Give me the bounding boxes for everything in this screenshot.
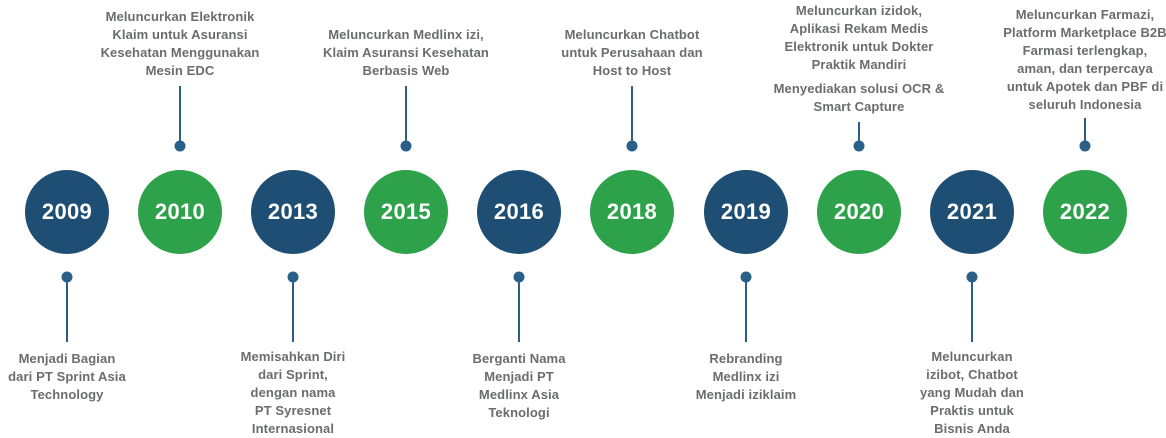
year-circle: 2015 <box>358 164 454 260</box>
connector-line <box>858 122 860 141</box>
year-circle: 2009 <box>19 164 115 260</box>
year-label: 2009 <box>41 199 93 224</box>
year-circle: 2010 <box>132 164 228 260</box>
connector-dot <box>740 271 752 283</box>
connector-line <box>518 282 520 342</box>
milestone-caption: Rebranding Medlinx izi Menjadi iziklaim <box>695 351 797 402</box>
milestone-caption-secondary: Menyediakan solusi OCR & Smart Capture <box>773 81 945 114</box>
connector-line <box>1084 118 1086 141</box>
milestone-caption: Meluncurkan Farmazi, Platform Marketplac… <box>1003 7 1166 112</box>
year-label: 2018 <box>606 199 658 224</box>
connector-dot <box>966 271 978 283</box>
year-label: 2021 <box>946 199 998 224</box>
connector-dot <box>626 140 638 152</box>
year-label: 2013 <box>267 199 319 224</box>
connector-line <box>405 86 407 141</box>
year-label: 2019 <box>720 199 772 224</box>
milestone-caption: Meluncurkan izibot, Chatbot yang Mudah d… <box>920 349 1024 436</box>
year-circle: 2020 <box>811 164 907 260</box>
year-circle: 2021 <box>924 164 1020 260</box>
connector-line <box>179 86 181 141</box>
connector-dot <box>400 140 412 152</box>
connector-line <box>292 282 294 342</box>
milestone-caption: Berganti Nama Menjadi PT Medlinx Asia Te… <box>472 351 566 420</box>
connector-dot <box>853 140 865 152</box>
year-circle: 2018 <box>584 164 680 260</box>
connector-dot <box>174 140 186 152</box>
milestone-caption: Meluncurkan Medlinx izi, Klaim Asuransi … <box>323 27 489 78</box>
year-label: 2020 <box>833 199 885 224</box>
connector-dot <box>513 271 525 283</box>
connector-line <box>631 86 633 141</box>
connector-line <box>745 282 747 342</box>
year-circle: 2019 <box>698 164 794 260</box>
connector-line <box>971 282 973 342</box>
milestone-caption: Meluncurkan izidok, Aplikasi Rekam Medis… <box>784 3 934 72</box>
year-label: 2016 <box>493 199 545 224</box>
connector-line <box>66 282 68 342</box>
year-circle: 2016 <box>471 164 567 260</box>
year-circle: 2022 <box>1037 164 1133 260</box>
milestone-caption: Meluncurkan Elektronik Klaim untuk Asura… <box>100 9 260 78</box>
year-label: 2010 <box>154 199 206 224</box>
connector-dot <box>61 271 73 283</box>
year-circle: 2013 <box>245 164 341 260</box>
milestone-caption: Meluncurkan Chatbot untuk Perusahaan dan… <box>561 27 703 78</box>
year-label: 2015 <box>380 199 432 224</box>
connector-dot <box>1079 140 1091 152</box>
milestone-caption: Memisahkan Diri dari Sprint, dengan nama… <box>240 349 346 436</box>
connector-dot <box>287 271 299 283</box>
year-label: 2022 <box>1059 199 1111 224</box>
milestone-caption: Menjadi Bagian dari PT Sprint Asia Techn… <box>8 351 126 402</box>
